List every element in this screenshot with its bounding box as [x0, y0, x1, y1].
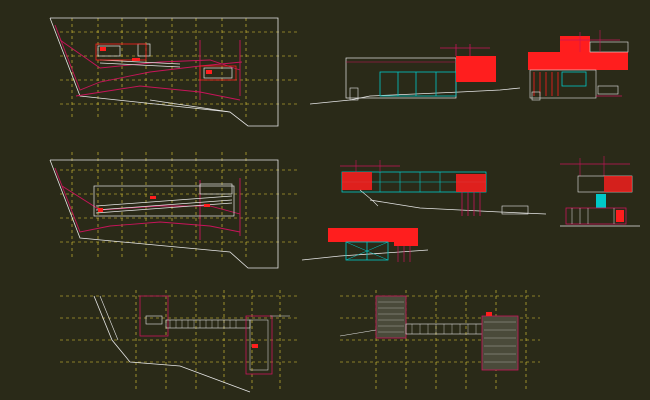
floor-plan-left: [60, 290, 300, 393]
elevation-north: [340, 160, 547, 216]
building-footprint: [93, 183, 235, 217]
elevation-east: [528, 30, 629, 101]
elevation-west: [560, 156, 640, 227]
contour-lines: [54, 24, 243, 101]
elevation-south: [309, 44, 521, 105]
site-boundary: [49, 159, 279, 269]
section-small: [301, 228, 429, 262]
grid-lines: [60, 152, 300, 260]
site-plan-upper: [49, 17, 300, 127]
floor-plan-right: [339, 290, 540, 392]
contour-lines: [54, 167, 241, 240]
red-highlights: [100, 47, 212, 74]
site-plan-lower: [49, 152, 300, 269]
site-boundary: [49, 17, 279, 127]
grid-lines: [60, 290, 300, 392]
